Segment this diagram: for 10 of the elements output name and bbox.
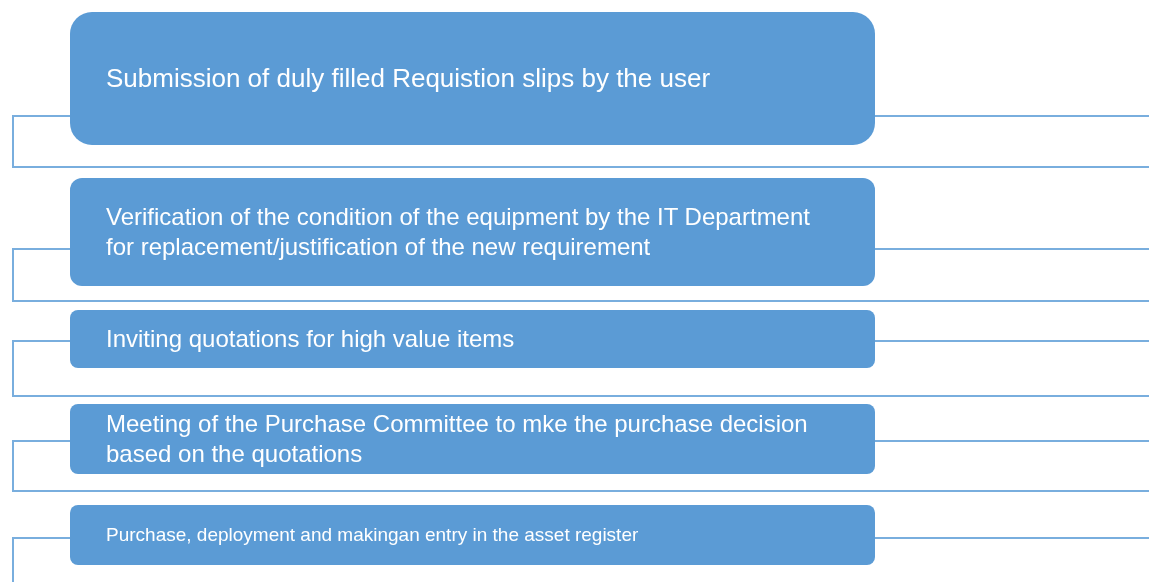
process-box xyxy=(70,310,875,368)
process-box xyxy=(70,178,875,286)
process-box xyxy=(70,12,875,145)
step-text: Purchase, deployment and makingan entry in the asset register xyxy=(106,523,640,547)
process-box xyxy=(70,505,875,565)
step-text: Verification of the condition of the equipment by the IT Department for replacement/justification of the new requirement xyxy=(106,202,811,262)
step-text: Submission of duly filled Requistion slips by the user xyxy=(106,62,712,95)
process-box xyxy=(70,404,875,474)
step-text: Meeting of the Purchase Committee to mke the purchase decision based on the quotations xyxy=(106,409,809,469)
step-text: Inviting quotations for high value items xyxy=(106,324,516,354)
